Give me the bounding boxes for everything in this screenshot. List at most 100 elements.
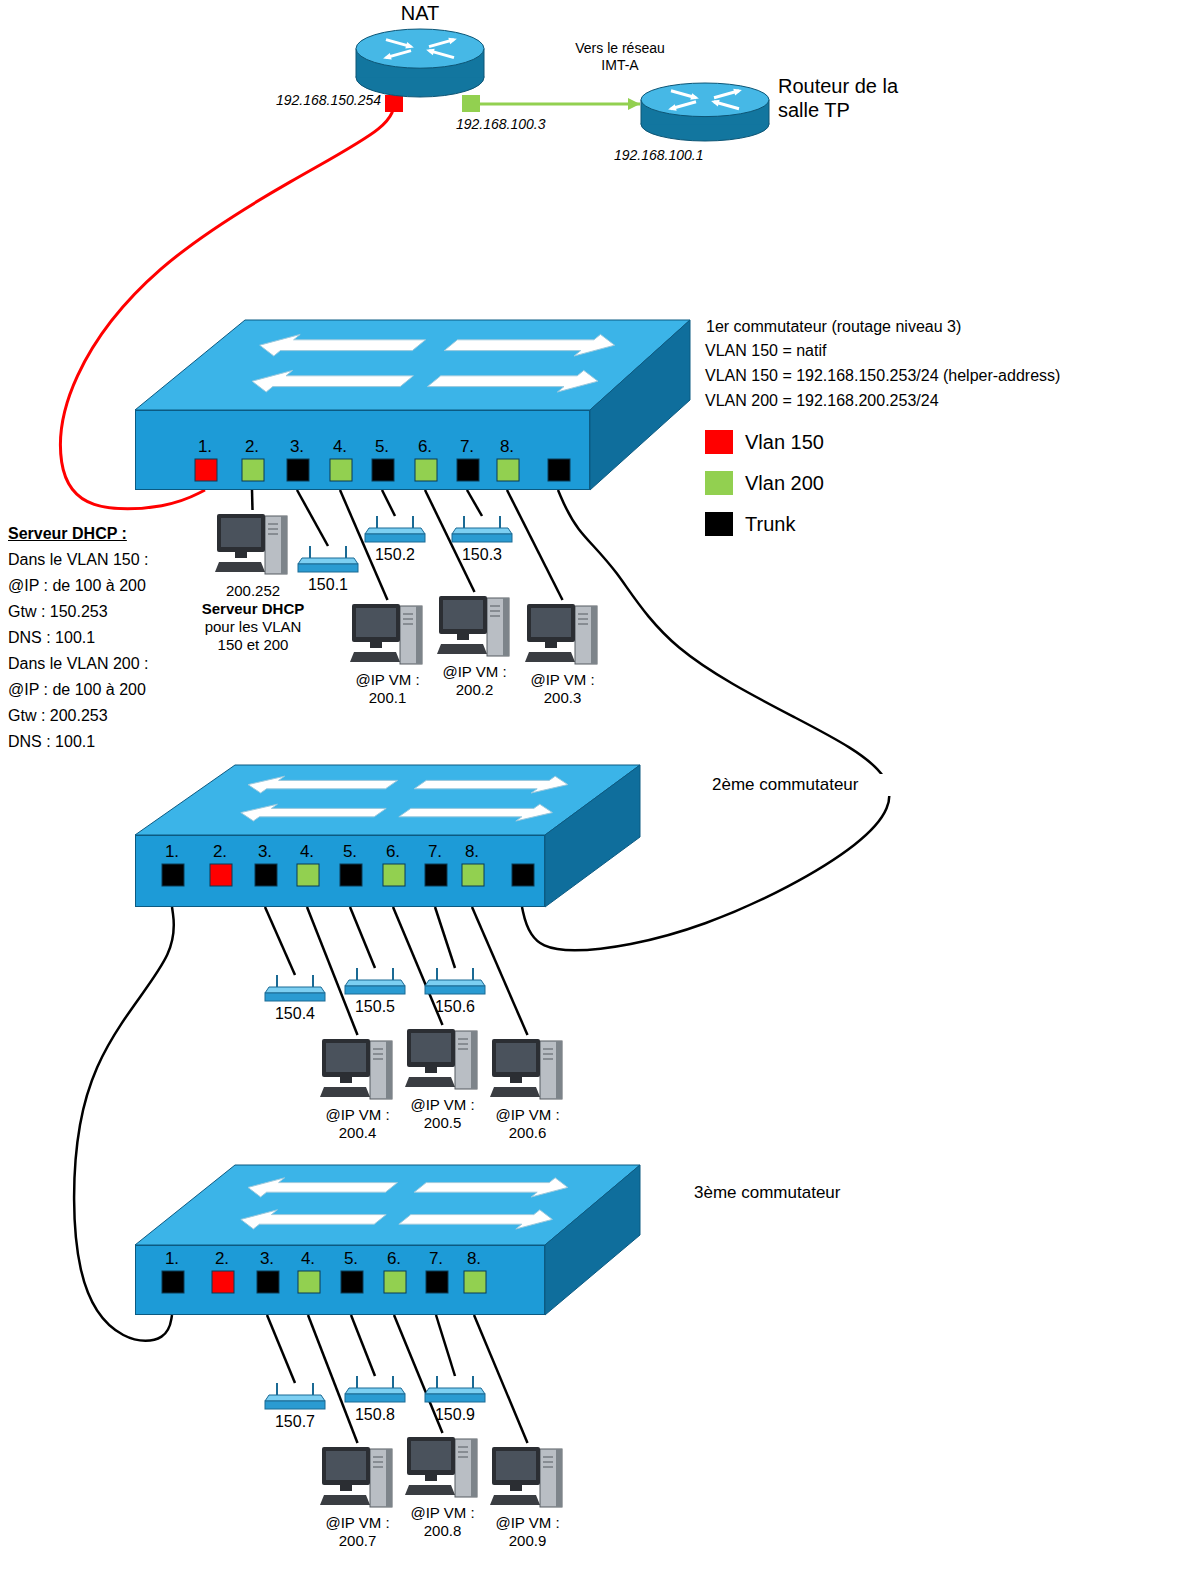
icon [136,411,591,491]
router-top [356,29,484,68]
note-text: Dans le VLAN 150 : [8,550,193,569]
caption: 150.2 [355,545,435,564]
pc-stand [425,1067,437,1073]
icon [425,1376,485,1402]
router-arrow-head [383,53,392,60]
pc-slot [490,606,500,607]
pc-monitor [407,1437,455,1475]
pc-slot [578,619,588,620]
pc-slot [458,1452,468,1453]
pc-tower-side [591,606,597,664]
switch-port [195,459,217,481]
pc-screen [496,1451,536,1480]
node-label: @IP VM : 200.2 [431,663,518,699]
switch-port [497,459,519,481]
ap-front [265,1401,325,1409]
legend-swatch [705,430,733,454]
cable [436,1315,455,1376]
node-label: 150.5 [335,997,415,1016]
icon [320,1035,395,1103]
legend-text: Vlan 150 [745,431,824,454]
icon [136,836,546,908]
icon [345,968,405,994]
switch-arrow [248,776,398,793]
caption: 150.6 [415,997,495,1016]
icon [437,592,512,660]
cable [435,907,455,968]
ap-top [452,528,512,534]
caption: 200.252Serveur DHCPpour les VLAN 150 et … [198,582,308,654]
note-text: @IP : de 100 à 200 [8,680,193,699]
pc-stand [340,1485,352,1491]
node-label: @IP VM : 200.9 [484,1514,571,1550]
switch-arrow [444,334,614,356]
pc-monitor [527,604,575,642]
pc-keyboard [320,1495,370,1505]
node-label: @IP VM : 200.7 [314,1514,401,1550]
pc-stand [510,1077,522,1083]
caption: 150.3 [442,545,522,564]
router-top [641,83,769,117]
router-arrow-head [711,100,720,107]
legend-row: Vlan 150 [705,430,824,454]
pc-tower-side [503,598,509,656]
node-label: 150.2 [355,545,435,564]
pc-keyboard [320,1087,370,1097]
pc-tower [487,598,509,656]
caption: @IP VM : 200.5 [399,1096,486,1132]
pc-screen [496,1043,536,1072]
caption: 150.4 [255,1004,335,1023]
router-arrow-head [426,49,435,56]
switch-port [384,1271,406,1293]
icon [405,1433,480,1501]
caption: @IP VM : 200.3 [519,671,606,707]
switch-port [340,864,362,886]
pc-slot [268,524,278,525]
computer: 200.252Serveur DHCPpour les VLAN 150 et … [215,510,290,578]
cable [351,1315,375,1376]
icon [265,975,325,1001]
cable [471,98,640,104]
router-icon: Routeur de la salle TP [640,82,770,142]
icon [365,516,425,542]
pc-slot [490,611,500,612]
pc-slot [458,1447,468,1448]
cable [350,907,375,968]
computer: @IP VM : 200.5 [405,1025,480,1093]
node-label: @IP VM : 200.8 [399,1504,486,1540]
pc-monitor [407,1029,455,1067]
pc-slot [458,1457,468,1458]
switch-port [242,459,264,481]
computer: @IP VM : 200.9 [490,1443,565,1511]
note-text: DNS : 100.1 [8,732,193,751]
switch-port [548,459,570,481]
ap-top [345,1388,405,1394]
pc-slot [578,624,588,625]
icon [640,82,770,142]
cable [382,490,395,516]
pc-slot [458,1044,468,1045]
pc-screen [221,518,261,547]
switch-port [457,459,479,481]
edge-label: Vers le réseau IMT-A [566,40,674,74]
switch-port [425,864,447,886]
node-label: Serveur DHCP [198,600,308,618]
cable [308,1315,358,1443]
pc-slot [543,1059,553,1060]
legend-text: Vlan 200 [745,472,824,495]
pc-slot [403,619,413,620]
access-point: 150.4 [265,975,325,1001]
pc-stand [425,1475,437,1481]
ap-top [265,987,325,993]
ap-front [345,986,405,994]
pc-keyboard [490,1087,540,1097]
switch-port [341,1271,363,1293]
access-point: 150.3 [452,516,512,542]
node-label: NAT [355,1,485,25]
ap-front [345,1394,405,1402]
ap-front [298,564,358,572]
computer: @IP VM : 200.3 [525,600,600,668]
pc-slot [373,1059,383,1060]
icon [490,1035,565,1103]
node-label: 150.7 [255,1412,335,1431]
